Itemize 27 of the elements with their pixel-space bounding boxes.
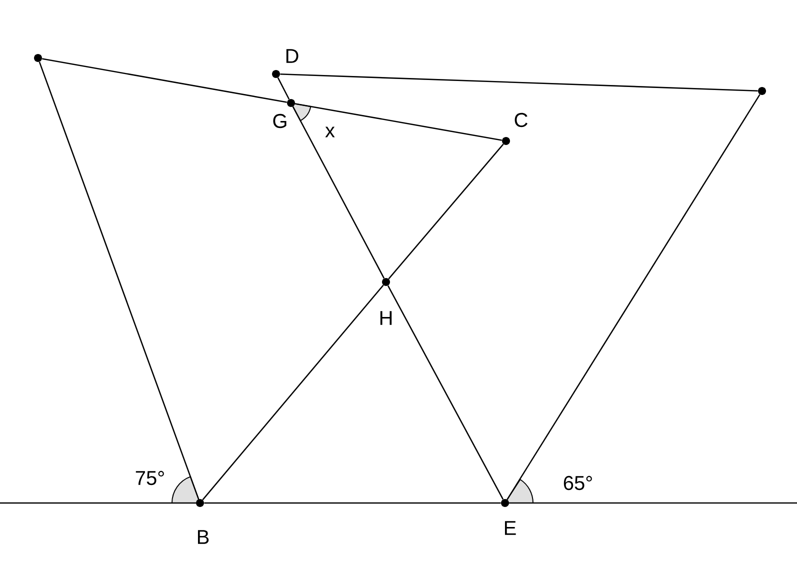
line-segment bbox=[38, 62, 200, 500]
angle-label: 65° bbox=[564, 476, 592, 490]
labelled-point: E bbox=[501, 499, 516, 535]
labelled-point: G bbox=[273, 99, 295, 128]
labelled-point: C bbox=[502, 112, 528, 145]
node-label: C bbox=[514, 112, 528, 128]
line-segment bbox=[509, 502, 797, 504]
line-segment bbox=[295, 103, 502, 141]
labelled-point: H bbox=[380, 278, 392, 325]
line-segment bbox=[280, 74, 758, 92]
node-label: D bbox=[286, 49, 298, 63]
node-label: H bbox=[380, 311, 392, 325]
line-segment bbox=[202, 284, 384, 500]
line-segment bbox=[387, 285, 504, 500]
line-segment bbox=[292, 106, 385, 279]
line-segment bbox=[42, 58, 287, 103]
point bbox=[34, 54, 42, 62]
line-segment bbox=[204, 502, 501, 504]
angle-label: 75° bbox=[136, 470, 164, 486]
labelled-point: D bbox=[272, 49, 298, 78]
line-segment bbox=[388, 144, 504, 280]
angle-label: x bbox=[325, 126, 335, 138]
point bbox=[758, 87, 766, 95]
line-segment bbox=[277, 77, 290, 100]
line-segment bbox=[0, 502, 196, 504]
labelled-point: B bbox=[196, 499, 209, 544]
line-segment bbox=[506, 94, 760, 500]
